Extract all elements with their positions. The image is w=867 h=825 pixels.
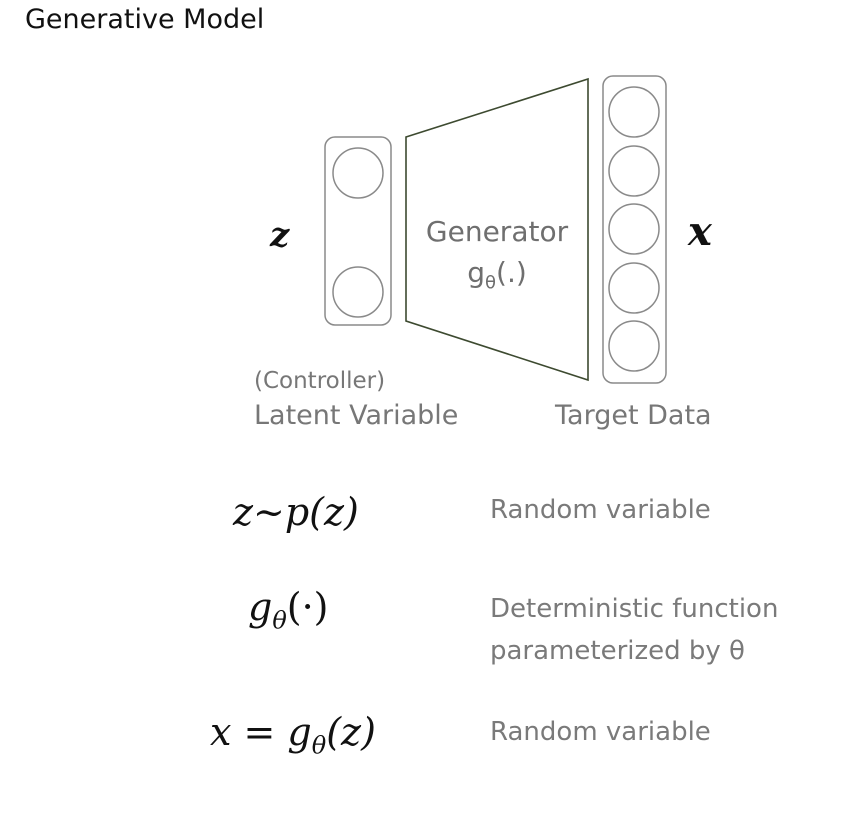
equation-latent-prior: z~p(z) [233,490,359,534]
generator-func-sub: θ [485,272,497,294]
target-node [608,262,660,314]
target-symbol: x [688,208,712,255]
generator-diagram [324,75,667,384]
equation-generator-desc-1: Deterministic function [490,594,779,624]
target-layer-box [602,75,667,384]
equation-generator-desc-2: parameterized by θ [490,636,745,666]
latent-caption: Latent Variable [254,400,459,431]
page-title: Generative Model [25,4,265,35]
latent-node [332,147,384,199]
equation-generator: gθ(·) [248,585,329,635]
eq-g-args: (·) [286,585,329,629]
eq-x-pre: x = g [210,710,312,754]
eq-x-sub: θ [311,731,327,760]
generator-function: gθ(.) [412,256,582,294]
latent-caption-controller: (Controller) [254,368,386,394]
generator-func-name: g [467,256,485,289]
generator-label: Generator [425,215,569,248]
eq-g: g [248,585,273,629]
target-node [608,145,660,197]
latent-symbol: z [270,215,290,255]
target-node [608,320,660,372]
target-node [608,203,660,255]
latent-layer-box [324,136,392,326]
eq-x-args: (z) [326,710,376,754]
eq-g-sub: θ [272,606,287,635]
generator-trapezoid [405,77,589,382]
target-node [608,86,660,138]
equation-output: x = gθ(z) [210,710,376,760]
generator-func-args: (.) [496,256,527,289]
target-caption: Target Data [555,400,712,431]
latent-node [332,266,384,318]
equation-output-desc: Random variable [490,717,711,747]
equation-latent-desc: Random variable [490,495,711,525]
